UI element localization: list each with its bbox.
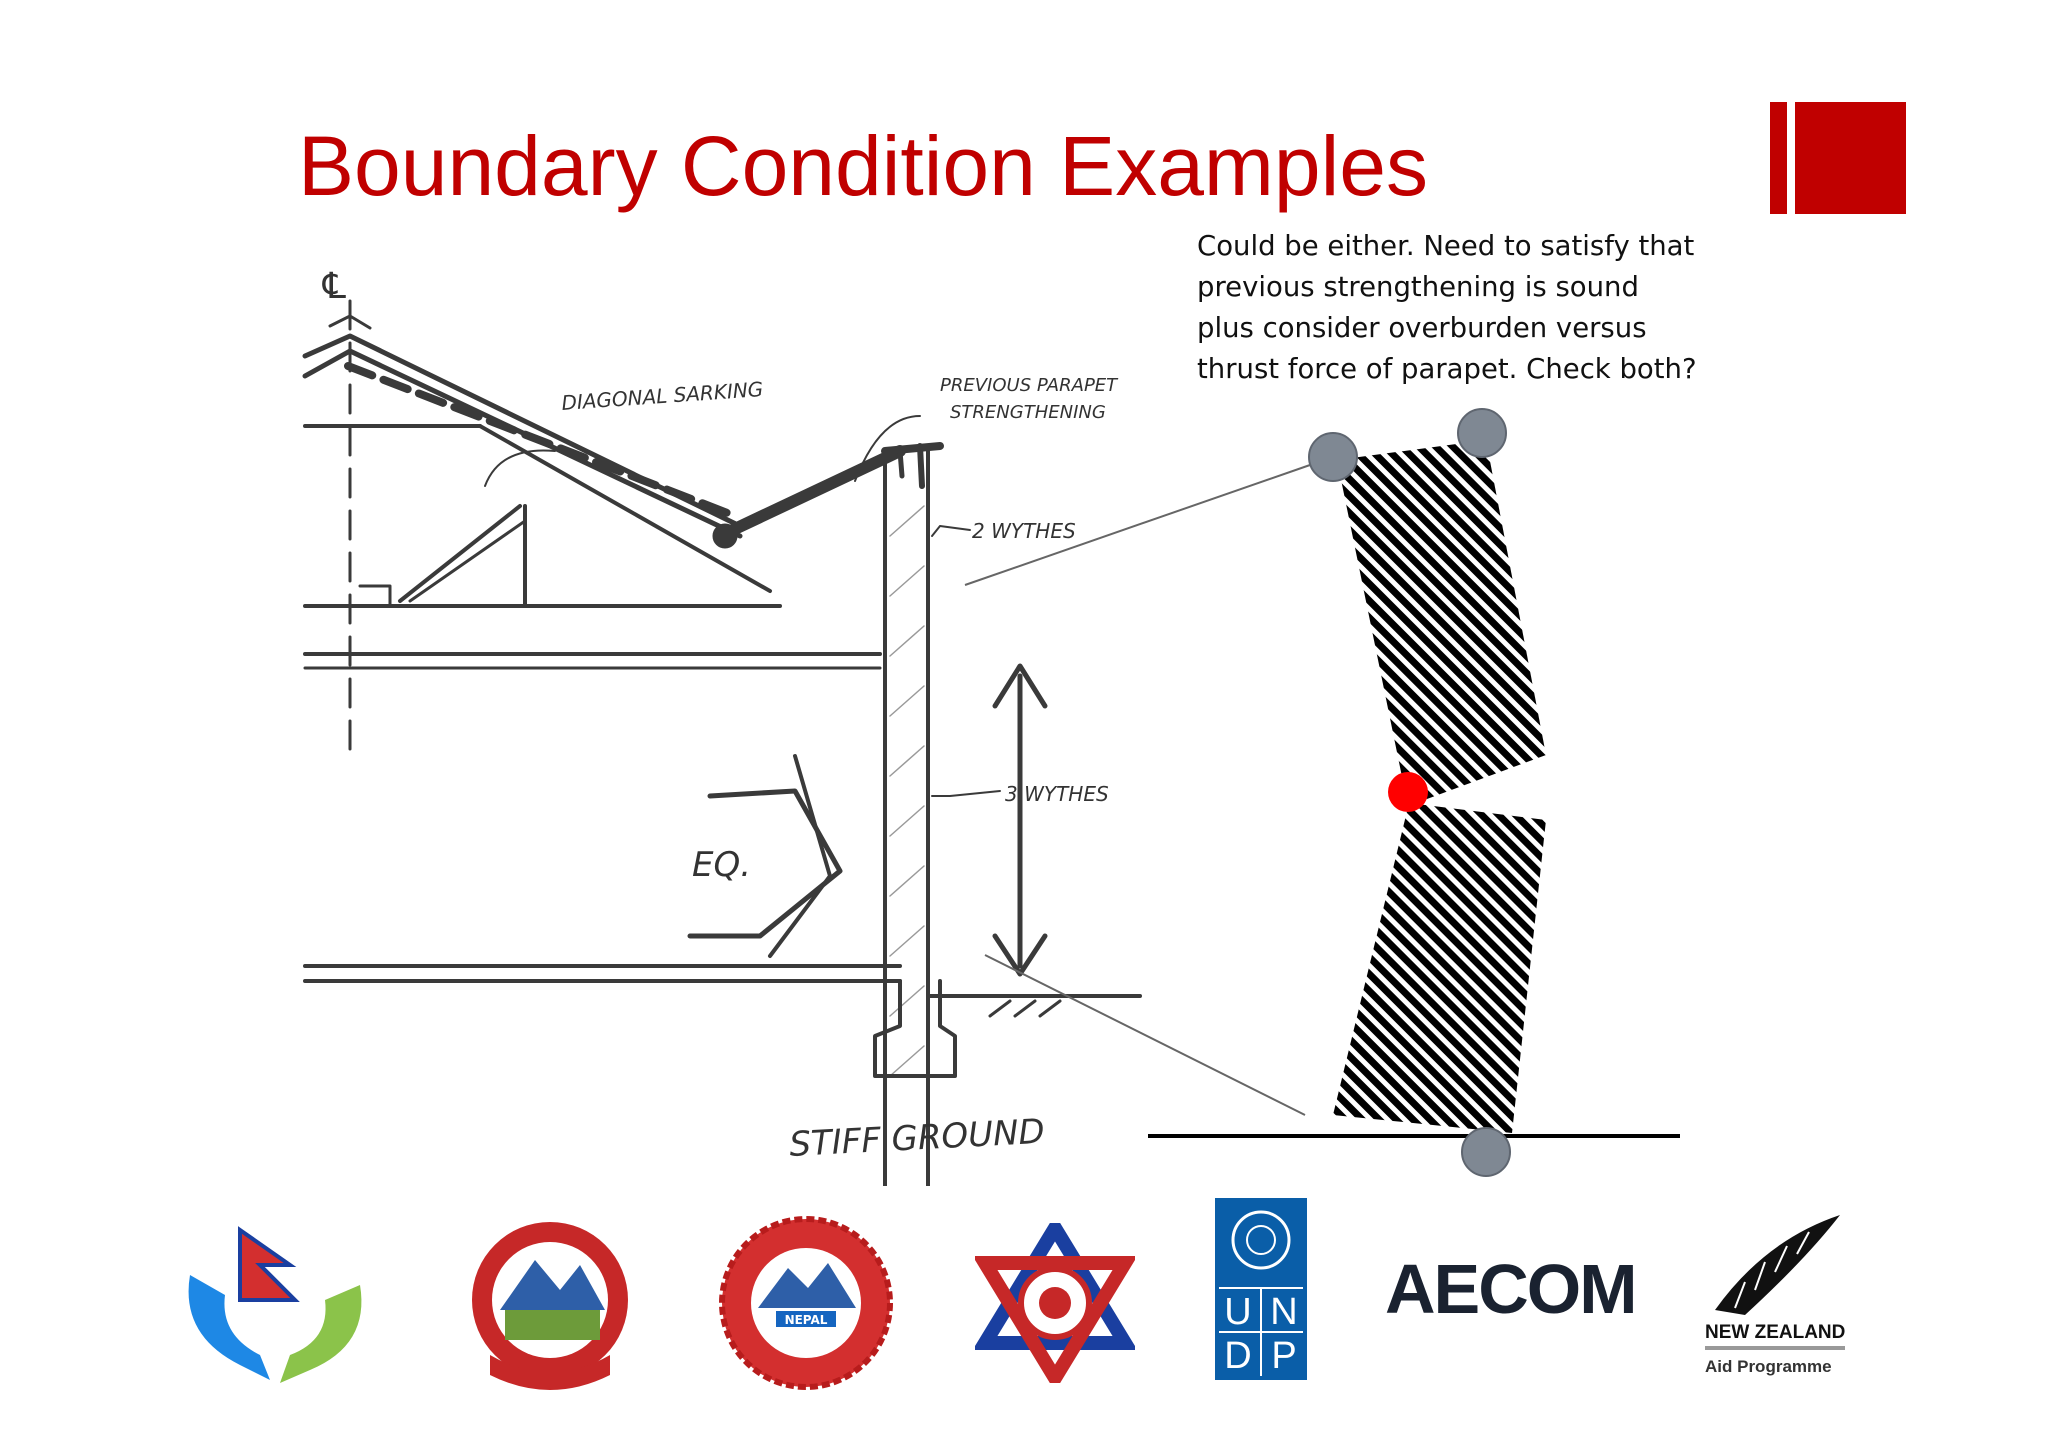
pin-support-top-right [1457,408,1507,458]
lower-wall-block [1333,803,1546,1133]
slide-title: Boundary Condition Examples [298,119,1428,213]
svg-text:D: D [1224,1335,1251,1377]
note-text: Could be either. Need to satisfy that pr… [1197,226,1757,390]
building-section-sketch: ℄ DIAGONAL SARKING PREVIOUS PARAPET STRE… [302,266,1142,1186]
note-line: thrust force of parapet. Check both? [1197,353,1697,385]
note-line: plus consider overburden versus [1197,312,1647,344]
svg-text:NEW ZEALAND: NEW ZEALAND [1705,1322,1845,1343]
stiff-ground-label: STIFF GROUND [788,1112,1045,1165]
corner-block [1795,102,1906,214]
upper-wall-block [1337,440,1546,806]
two-wythes-label: 2 WYTHES [972,519,1076,543]
eq-label: EQ. [692,845,751,885]
aecom-logo: AECOM [1385,1253,1638,1323]
nepal-hands-logo [188,1226,362,1383]
diagonal-sarking-label: DIAGONAL SARKING [561,377,764,415]
parapet-label-line1: PREVIOUS PARAPET [940,375,1119,396]
mid-height-hinge [1388,772,1428,812]
svg-text:Aid Programme: Aid Programme [1705,1357,1832,1376]
kathmandu-star-emblem [975,1223,1135,1383]
new-zealand-aid-logo: NEW ZEALAND Aid Programme [1705,1215,1845,1376]
partner-logos: NEPAL U N D P AECOM NEW ZEALAND Aid Pr [0,1185,2048,1405]
government-of-nepal-emblem [472,1222,628,1390]
nepal-engineers-association-seal: NEPAL [719,1216,893,1390]
svg-text:AECOM: AECOM [1385,1253,1636,1323]
note-line: Could be either. Need to satisfy that [1197,230,1695,262]
pin-support-base [1461,1127,1511,1177]
parapet-label-line2: STRENGTHENING [950,402,1106,423]
pin-support-top-left [1308,432,1358,482]
svg-text:U: U [1224,1291,1251,1333]
svg-text:P: P [1271,1335,1296,1377]
note-line: previous strengthening is sound [1197,271,1639,303]
centerline-label: ℄ [318,266,350,307]
slide-corner-mark [1770,102,1906,214]
svg-text:N: N [1270,1291,1297,1333]
svg-text:NEPAL: NEPAL [785,1313,828,1327]
undp-logo: U N D P [1215,1198,1307,1380]
corner-bar [1770,102,1787,214]
three-wythes-label: 3 WYTHES [1005,782,1109,806]
